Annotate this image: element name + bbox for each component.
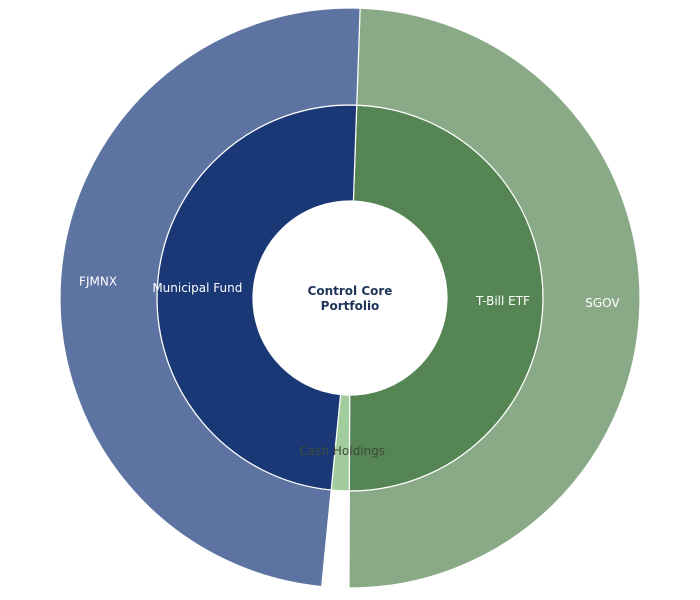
- inner-label-cash-holdings: Cash Holdings: [299, 444, 385, 458]
- outer-label-sgov: SGOV: [585, 296, 620, 310]
- center-label-line-2: Portfolio: [320, 299, 380, 313]
- outer-segment-fjmnx[interactable]: [59, 7, 361, 588]
- center-hole: [253, 201, 447, 395]
- center-label-line-1: Control Core: [307, 284, 393, 298]
- inner-label-t-bill-etf: T-Bill ETF: [475, 294, 530, 308]
- outer-label-fjmnx: FJMNX: [79, 274, 117, 288]
- outer-segment-sgov[interactable]: [348, 7, 641, 589]
- inner-label-municipal-fund: Municipal Fund: [152, 281, 242, 295]
- center-label: Control Core Portfolio: [270, 284, 430, 314]
